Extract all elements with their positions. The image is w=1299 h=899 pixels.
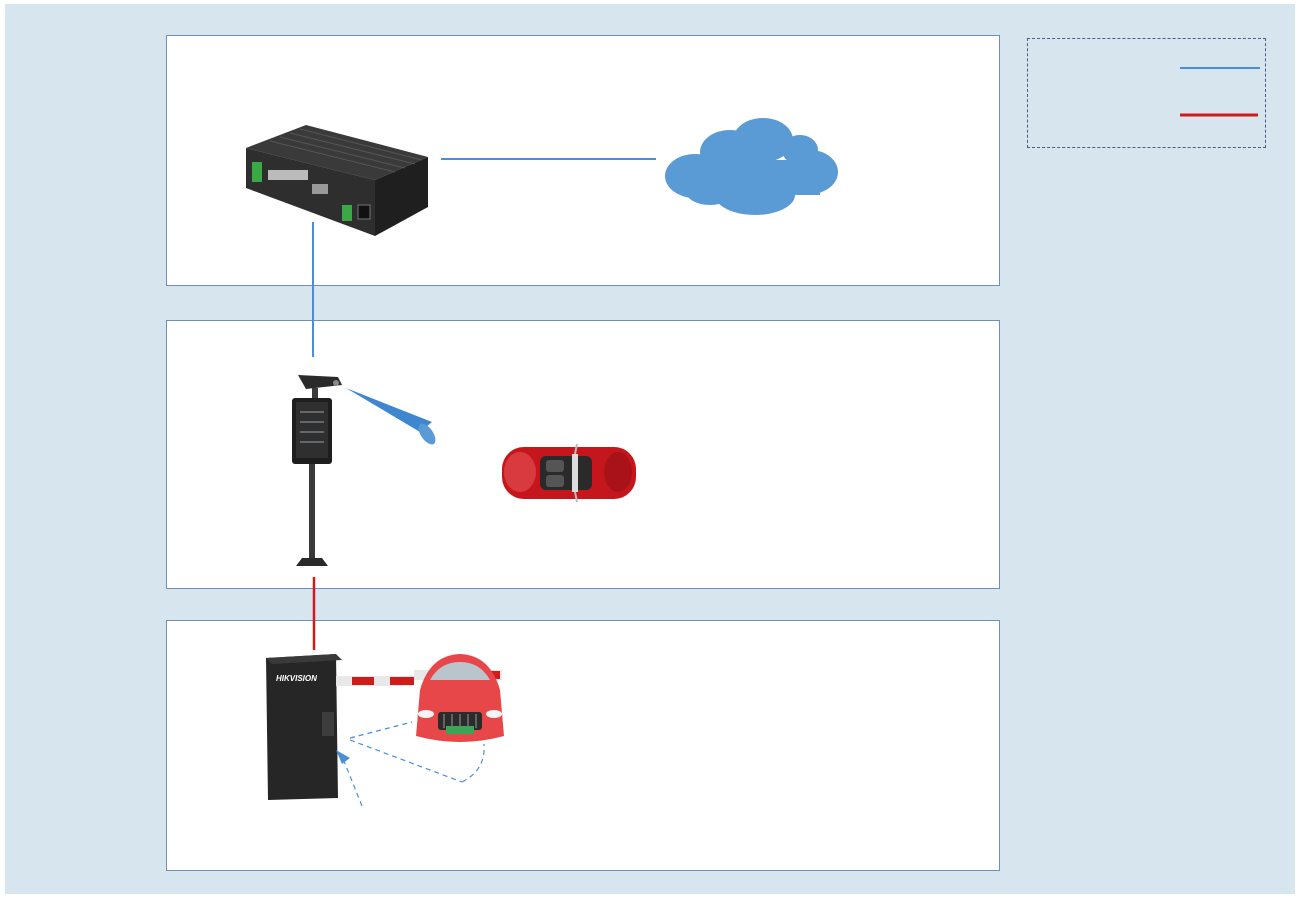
- sedan-car-icon: [416, 654, 504, 742]
- convertible-car-icon: [502, 443, 636, 503]
- legend-box: [1027, 38, 1266, 148]
- detection-lines: [341, 721, 485, 807]
- lpr-camera-pole-icon: [292, 375, 342, 566]
- cloud-icon: [665, 118, 838, 215]
- barrier-gate-icon: HIKVISION: [266, 654, 502, 800]
- detection-arrowhead: [336, 750, 350, 764]
- brand-label: HIKVISION: [276, 674, 317, 683]
- camera-beam-icon: [346, 388, 436, 445]
- edge-controller-icon: [246, 125, 428, 236]
